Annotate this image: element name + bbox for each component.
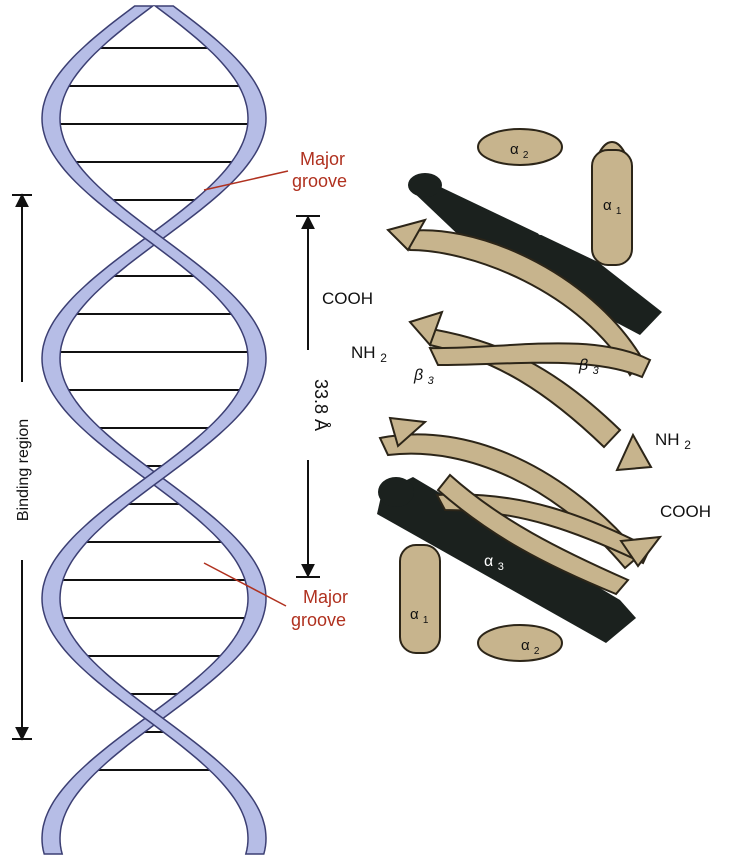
major-groove-bottom-label-line1: Major <box>303 587 348 607</box>
nh2-bottom-label: NH 2 <box>655 430 691 452</box>
protein-dimer: COOH NH 2 β 3 β 3 α 2 α <box>322 129 711 661</box>
nh2-bottom-main: NH <box>655 430 680 449</box>
binding-region-indicator: Binding region <box>12 195 32 739</box>
nh2-bottom-sub: 2 <box>684 438 691 452</box>
dna-ribbon <box>42 6 266 854</box>
dna-strand-a <box>42 6 266 854</box>
alpha3-helix-bottom-cap <box>378 477 414 507</box>
alpha3-bottom-sub: 3 <box>498 561 504 573</box>
alpha1-top-sub: 1 <box>616 206 622 217</box>
alpha2-top-sub: 2 <box>523 150 529 161</box>
major-groove-top-label-line1: Major <box>300 149 345 169</box>
cooh-bottom-label: COOH <box>660 502 711 521</box>
major-groove-bottom-label-line2: groove <box>291 610 346 630</box>
nh2-top-label: NH 2 <box>351 343 387 365</box>
dna-strand-b <box>42 6 266 854</box>
alpha2-bottom-sub: 2 <box>534 646 540 657</box>
alpha2-bottom-main: α <box>521 637 530 654</box>
major-groove-top-label: Major groove <box>292 149 350 191</box>
beta3-right-main: β <box>578 357 588 374</box>
beta-arrow-top-right <box>617 435 651 470</box>
distance-label: 33.8 Å <box>311 379 331 431</box>
alpha3-bottom-main: α <box>484 553 493 570</box>
major-groove-top-label-line2: groove <box>292 171 347 191</box>
alpha1-top-main: α <box>603 197 612 214</box>
nh2-top-main: NH <box>351 343 376 362</box>
distance-indicator: 33.8 Å <box>296 216 331 577</box>
alpha2-top-main: α <box>510 141 519 158</box>
alpha1-bottom-sub: 1 <box>423 615 429 626</box>
alpha3-top-sub: 3 <box>551 230 557 242</box>
binding-region-label: Binding region <box>15 419 32 521</box>
alpha1-bottom-main: α <box>410 606 419 623</box>
alpha1-helix-bottom-body <box>400 545 440 653</box>
dna-ribbon <box>42 6 266 854</box>
beta3-left-sub: 3 <box>428 375 435 387</box>
major-groove-bottom-callout: Major groove <box>204 563 353 630</box>
dna-double-helix <box>42 6 266 854</box>
alpha3-helix-top-cap <box>408 173 442 197</box>
beta3-right-sub: 3 <box>593 365 600 377</box>
beta3-left-label: β 3 <box>413 367 435 387</box>
alpha3-top-main: α <box>537 222 546 239</box>
cooh-top-label: COOH <box>322 289 373 308</box>
protein-top-monomer <box>388 129 662 470</box>
protein-bottom-monomer <box>377 418 660 661</box>
major-groove-bottom-label: Major groove <box>291 587 353 630</box>
nh2-top-sub: 2 <box>380 351 387 365</box>
alpha2-helix-bottom <box>478 625 562 661</box>
beta3-left-main: β <box>413 367 423 384</box>
